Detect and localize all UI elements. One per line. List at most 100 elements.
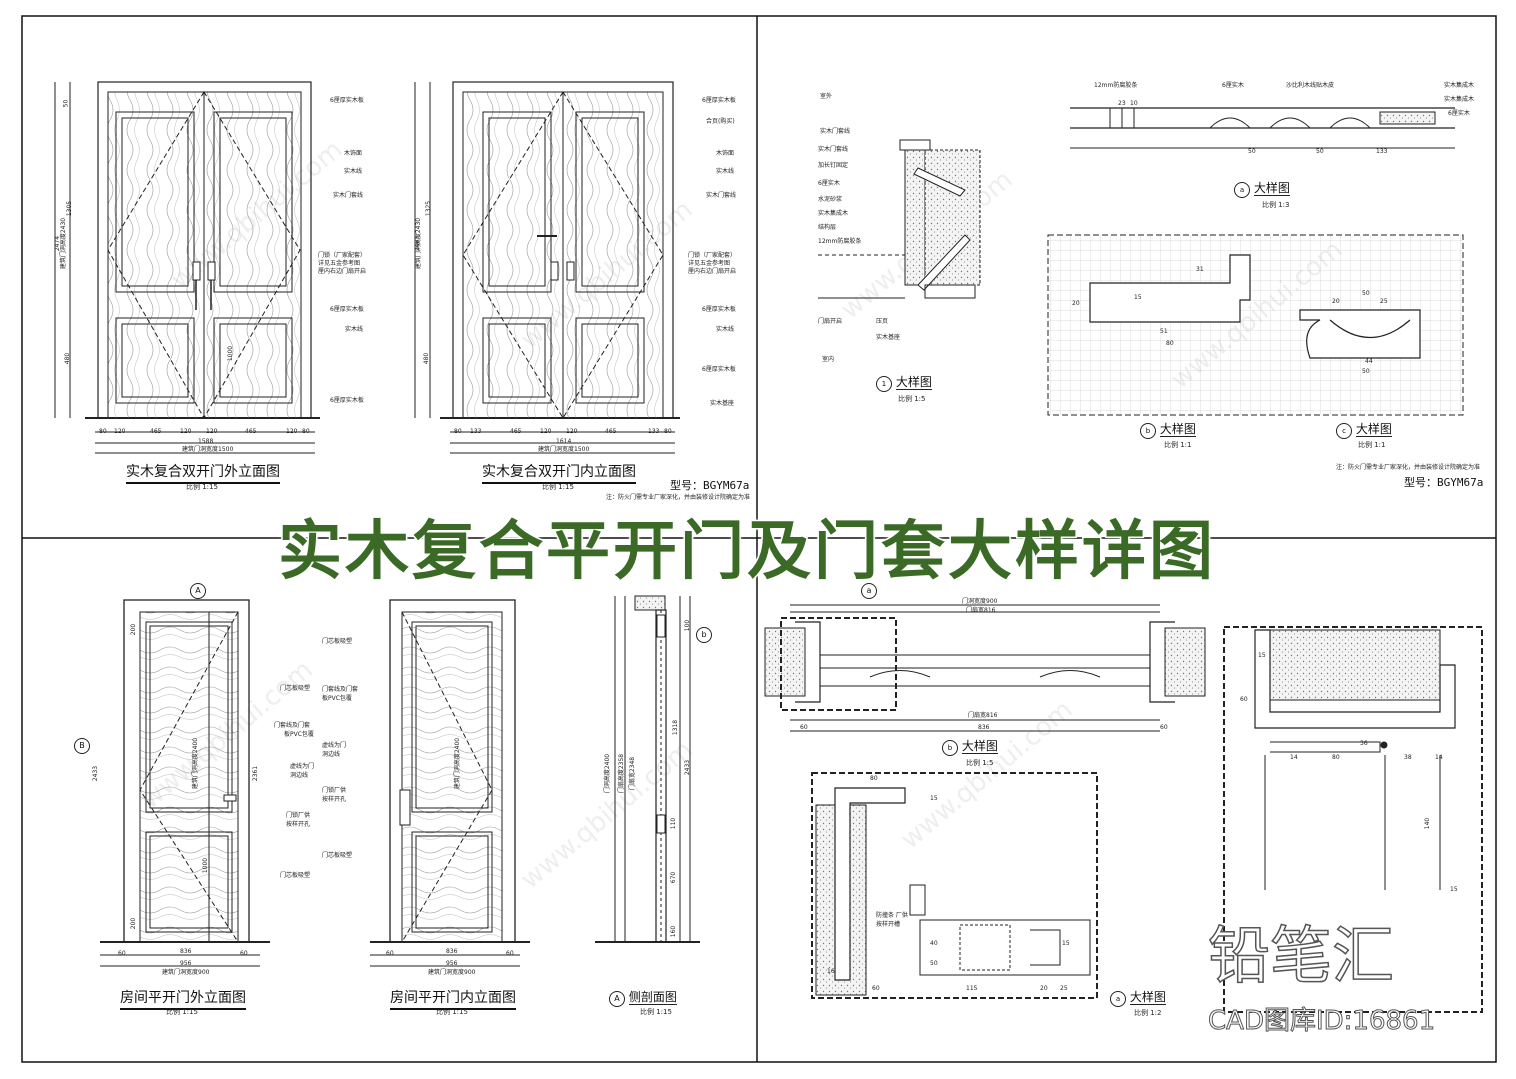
dim-label: 20 (1332, 298, 1340, 305)
dim-label: 15 (930, 795, 938, 802)
annotation: 实木门套线 (818, 146, 849, 153)
ref-circle: a (1234, 182, 1250, 198)
dim-label: 15 (1134, 294, 1142, 301)
annotation: 6厘厚实木板 (330, 397, 364, 404)
annotation: 门扇开启 (818, 318, 843, 325)
detail-title: 大样图 (1355, 422, 1392, 437)
dim-label: 120 (286, 428, 298, 435)
detail-title: 大样图 (1159, 422, 1196, 437)
dim-label: 480 (423, 352, 431, 365)
ref-circle: a (1110, 991, 1126, 1007)
annotation: 6厘厚实木板 (702, 366, 736, 373)
dim-label: 465 (605, 428, 617, 435)
annotation: 虚线为门 (290, 763, 315, 770)
side-section-title: A 侧剖面图 (609, 988, 677, 1007)
annotation: 6厘厚实木板 (330, 306, 364, 313)
brand-logo: 铅笔汇 (1207, 918, 1395, 993)
dim-label: 1588 (198, 438, 214, 445)
scale-label: 比例 1:15 (542, 483, 574, 491)
annotation: 详见五金参考图 (688, 260, 731, 267)
scale-label: 比例 1:15 (166, 1008, 198, 1016)
dim-label: 15 (1062, 940, 1070, 947)
dim-label: 25 (1380, 298, 1388, 305)
dim-label: 80 (1166, 340, 1174, 347)
dim-label: 60 (506, 950, 514, 957)
section-title: 侧剖面图 (628, 990, 677, 1005)
annotation: 12mm防腐胶条 (818, 238, 862, 245)
annotation: 实木基座 (710, 400, 735, 407)
dim-label: 956 (180, 960, 192, 967)
annotation: 木饰面 (716, 150, 735, 157)
callout-A: A (190, 583, 206, 599)
annotation: 6厘厚实木板 (702, 97, 736, 104)
dim-label: 门扇宽2348 (629, 756, 637, 791)
detail-a-corner (1223, 626, 1483, 1013)
annotation: 板PVC包覆 (284, 731, 314, 738)
banner-title: 实木复合平开门及门套大样详图 (277, 514, 1216, 591)
dim-label: 50 (1248, 148, 1256, 155)
room-door-exterior-title: 房间平开门外立面图 (120, 987, 246, 1010)
detail-title: 大样图 (1129, 990, 1166, 1005)
annotation: 加长钉固定 (818, 162, 849, 169)
dim-label: 15 (1258, 652, 1266, 659)
dim-label: 956 (446, 960, 458, 967)
detail-title: 大样图 (961, 739, 998, 754)
dim-label: 建筑门洞高度2400 (192, 737, 200, 790)
ref-circle: b (942, 740, 958, 756)
annotation: 实木线 (716, 326, 735, 333)
dim-label: 60 (118, 950, 126, 957)
dim-label: 200 (130, 623, 138, 636)
dim-label: 50 (1316, 148, 1324, 155)
dim-label: 14 (1435, 754, 1443, 761)
plan-detail-title: b 大样图 (942, 737, 998, 756)
annotation: 6厘厚实木板 (702, 306, 736, 313)
dim-label: 51 (1160, 328, 1168, 335)
ref-circle: b (1140, 423, 1156, 439)
annotation: 结构层 (818, 224, 837, 231)
dim-label: 门扇高度2358 (618, 753, 626, 794)
dim-label: 1614 (556, 438, 572, 445)
dim-label: 80 (99, 428, 107, 435)
dim-label: 1000 (227, 345, 235, 362)
dim-label: 465 (510, 428, 522, 435)
dim-label: 80 (664, 428, 672, 435)
annotation: 防撞条 厂供 (876, 912, 908, 919)
dim-label: 80 (302, 428, 310, 435)
dim-label: 200 (130, 917, 138, 930)
dim-label: 2433 (684, 759, 692, 776)
ref-circle: a (861, 583, 877, 599)
detail-1-title: 1 大样图 (876, 373, 932, 392)
dim-label: 2487 (414, 235, 422, 252)
dim-label: 140 (1424, 817, 1432, 830)
ref-circle: b (696, 627, 712, 643)
annotation: 洞边线 (290, 772, 309, 779)
dim-label: 836 (446, 948, 458, 955)
annotation: 门锁（厂家配套） (318, 252, 367, 259)
annotation: 板PVC包覆 (322, 695, 352, 702)
cad-id-label: CAD图库ID:16861 (1207, 1006, 1436, 1037)
dim-label: 门洞宽度900 (962, 598, 998, 605)
annotation: 6厘厚实木板 (330, 97, 364, 104)
dim-label: 2361 (252, 765, 260, 782)
dim-label: 133 (648, 428, 660, 435)
annotation: 虚线为门 (322, 742, 347, 749)
dim-label: 133 (1376, 148, 1388, 155)
dim-label: 60 (240, 950, 248, 957)
annotation: 合页(购买) (706, 118, 735, 125)
side-section-A (595, 595, 700, 943)
ref-circle: A (609, 991, 625, 1007)
room-door-interior-title: 房间平开门内立面图 (390, 987, 516, 1010)
dim-label: 25 (1060, 985, 1068, 992)
detail-c-title: c 大样图 (1336, 420, 1392, 439)
dim-label: 836 (978, 724, 990, 731)
detail-b-title: b 大样图 (1140, 420, 1196, 439)
dim-label: 20 (1040, 985, 1048, 992)
dim-label: 1318 (672, 719, 680, 736)
dim-label: 建筑门洞高度2400 (454, 737, 462, 790)
dim-label: 60 (386, 950, 394, 957)
annotation: 木饰面 (344, 150, 363, 157)
dim-label: 133 (470, 428, 482, 435)
annotation: 实木线 (716, 168, 735, 175)
annotation: 实木集成木 (1444, 96, 1475, 103)
dim-label: 80 (1332, 754, 1340, 761)
